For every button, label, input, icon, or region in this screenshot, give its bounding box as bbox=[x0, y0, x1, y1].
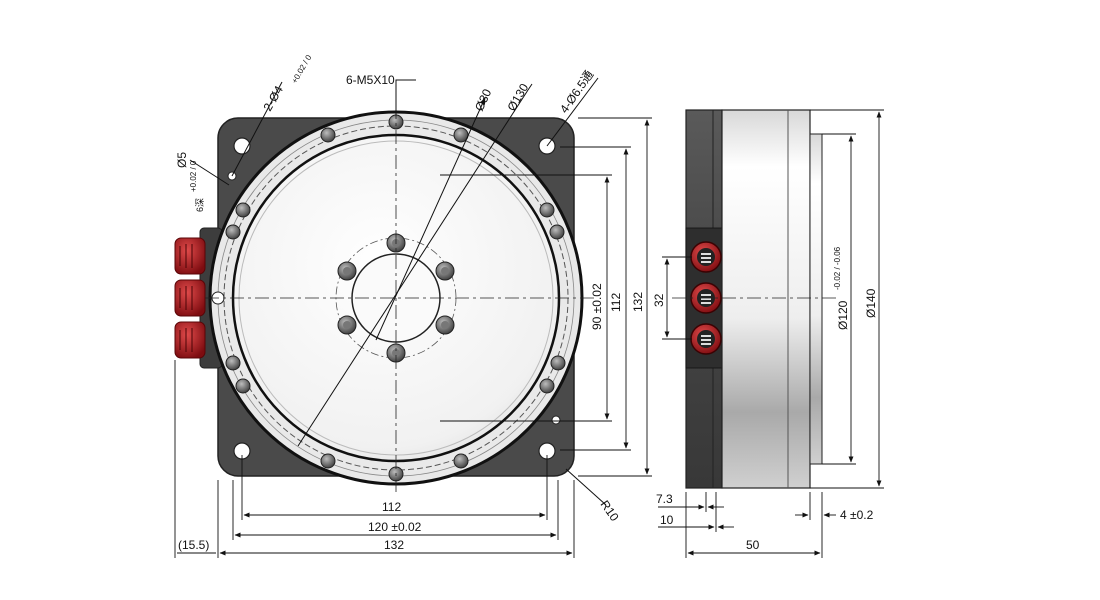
mount-holes-callout: 4-Ø6.5通 bbox=[557, 68, 596, 116]
connector-bottom bbox=[174, 321, 206, 359]
thread-callout: 6-M5X10 bbox=[346, 73, 395, 87]
dowel-top-callout: 2-Ø4 bbox=[260, 83, 286, 113]
horizontal-dimensions bbox=[174, 360, 575, 558]
dim-diameter-140: Ø140 bbox=[864, 288, 878, 318]
dim-diameter-120: Ø120 bbox=[836, 300, 850, 330]
connector-top bbox=[174, 237, 206, 275]
dim-offset-15-5: (15.5) bbox=[178, 538, 209, 552]
connector-ribs bbox=[179, 244, 193, 352]
side-view-labels: 32 Ø120 -0.02 / -0.06 Ø140 7.3 10 50 4 ±… bbox=[652, 246, 878, 552]
dim-width-132: 132 bbox=[384, 538, 404, 552]
dowel-left-callout: Ø5 bbox=[175, 152, 189, 168]
dim-width-112: 112 bbox=[382, 500, 401, 514]
diameter-leaders bbox=[189, 77, 607, 506]
side-view: 32 Ø120 -0.02 / -0.06 Ø140 7.3 10 50 4 ±… bbox=[652, 109, 884, 558]
dim-width-120: 120 ±0.02 bbox=[368, 520, 422, 534]
dowel-left-depth: 6深 bbox=[195, 198, 205, 212]
front-view: 6-M5X10 2-Ø4 +0.02 / 0 Ø5 +0.02 / 0 6深 Ø… bbox=[174, 53, 652, 558]
dim-diameter-120-tolerance: -0.02 / -0.06 bbox=[833, 246, 842, 290]
dim-connector-pitch: 32 bbox=[652, 293, 666, 307]
corner-radius-callout: R10 bbox=[598, 498, 622, 524]
side-dimensions bbox=[658, 109, 884, 558]
dim-height-112: 112 bbox=[609, 293, 623, 312]
dowel-left-tolerance: +0.02 / 0 bbox=[189, 160, 198, 192]
dim-length-50: 50 bbox=[746, 538, 760, 552]
vertical-dimensions bbox=[440, 117, 652, 477]
bore-130-callout: Ø130 bbox=[504, 81, 531, 114]
dim-length-4: 4 ±0.2 bbox=[840, 508, 874, 522]
dim-height-90: 90 ±0.02 bbox=[590, 283, 604, 330]
center-lines bbox=[205, 105, 595, 492]
dim-length-7-3: 7.3 bbox=[656, 492, 673, 506]
dowel-top-tolerance: +0.02 / 0 bbox=[290, 53, 314, 85]
bore-30-callout: Ø30 bbox=[472, 86, 494, 113]
dim-height-132: 132 bbox=[631, 292, 645, 312]
side-body bbox=[721, 109, 811, 489]
side-flange bbox=[809, 133, 823, 465]
ring-bolts bbox=[225, 114, 566, 482]
dim-length-10: 10 bbox=[660, 513, 674, 527]
